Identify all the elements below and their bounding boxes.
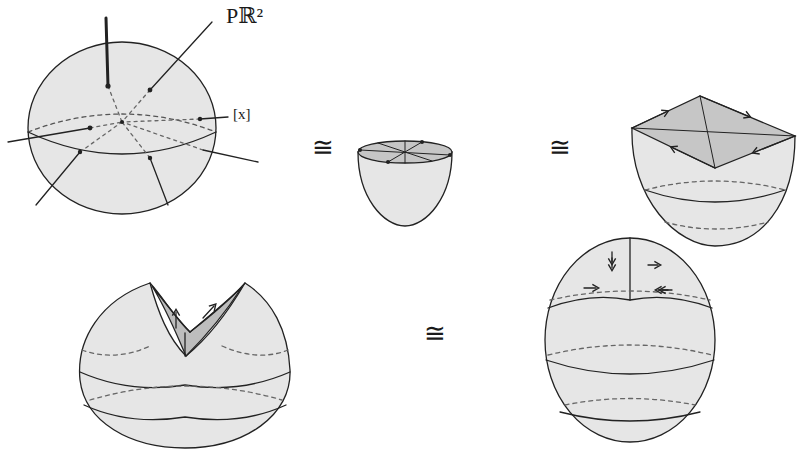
square-hemisphere-figure — [632, 96, 795, 246]
homeomorphism-symbol: ≅ — [312, 134, 334, 163]
point-label: [x] — [233, 106, 251, 123]
homeomorphism-symbol: ≅ — [549, 134, 571, 163]
folded-figure — [80, 283, 290, 448]
sphere-figure — [8, 18, 258, 214]
homeomorphism-symbol: ≅ — [424, 320, 446, 349]
closed-figure — [545, 238, 715, 442]
figure-title: Pℝ² — [226, 4, 263, 28]
hemisphere-figure — [358, 140, 452, 226]
